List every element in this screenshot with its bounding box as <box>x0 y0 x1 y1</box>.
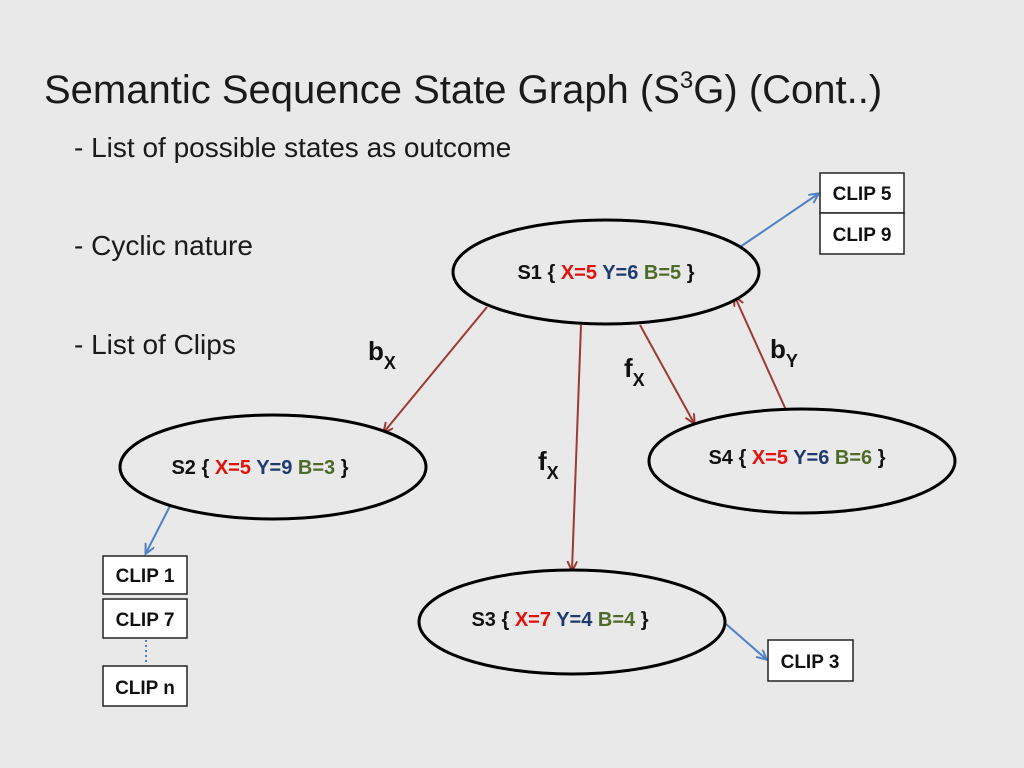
state-s1-name: S1 <box>517 262 541 284</box>
edge-s1-to-s3 <box>572 324 582 570</box>
state-s2-b: B=3 <box>298 457 335 479</box>
clip-box-5: CLIP 5 <box>819 172 905 214</box>
state-s3-brace-close: } <box>641 609 649 631</box>
clip-box-9: CLIP 9 <box>819 212 905 255</box>
state-s4-brace-close: } <box>878 447 886 469</box>
clip-n-label: CLIP n <box>115 678 175 699</box>
bullet-possible-states: - List of possible states as outcome <box>74 132 512 163</box>
state-s4-x: X=5 <box>752 447 788 469</box>
clip-5-label: CLIP 5 <box>833 184 892 205</box>
title-superscript: 3 <box>679 67 694 94</box>
state-s3: S3 { X=7 Y=4 B=4 } <box>417 568 727 676</box>
clip-box-n: CLIP n <box>102 665 188 707</box>
svg-text:S3 { X=7: S3 { X=7 Y=4 B=4 } <box>471 609 648 631</box>
state-s1-brace-open: { <box>547 262 555 284</box>
edge-s1-to-s4 <box>639 324 694 423</box>
state-s3-b: B=4 <box>598 609 636 631</box>
edge-label-s1-s4: fX <box>624 353 645 390</box>
state-s1-y: Y=6 <box>602 262 638 284</box>
bullet-cyclic-nature: - Cyclic nature <box>74 230 253 261</box>
svg-text:S4 { X=5: S4 { X=5 Y=6 B=6 } <box>708 447 885 469</box>
state-s3-x: X=7 <box>515 609 551 631</box>
state-s1: S1 { X=5 Y=6 B=5 } <box>451 218 761 326</box>
edge-label-s1-s3: fX <box>538 446 559 483</box>
state-s1-b: B=5 <box>644 262 681 284</box>
title-text-end: G) (Cont..) <box>693 68 883 112</box>
state-s1-brace-close: } <box>687 262 695 284</box>
state-s4: S4 { X=5 Y=6 B=6 } <box>647 407 957 515</box>
clip-box-7: CLIP 7 <box>102 598 188 639</box>
state-s2-name: S2 <box>171 457 195 479</box>
edge-s4-to-s1 <box>735 297 787 411</box>
state-s1-x: X=5 <box>561 262 597 284</box>
arrow-s1-to-clips <box>739 194 818 248</box>
edge-label-s1-s2: bX <box>368 336 396 373</box>
arrow-s3-to-clips <box>725 623 766 659</box>
state-s4-brace-open: { <box>738 447 746 469</box>
state-s3-name: S3 <box>471 609 495 631</box>
slide-title: Semantic Sequence State Graph (S3G) (Con… <box>44 68 882 113</box>
clip-9-label: CLIP 9 <box>833 225 892 246</box>
clip-1-label: CLIP 1 <box>116 566 175 587</box>
state-s4-b: B=6 <box>835 447 872 469</box>
clip-3-label: CLIP 3 <box>781 652 840 673</box>
state-s2-brace-close: } <box>341 457 349 479</box>
state-s4-name: S4 <box>708 447 733 469</box>
clip-box-1: CLIP 1 <box>102 555 188 595</box>
state-s2: S2 { X=5 Y=9 B=3 } <box>118 413 428 521</box>
svg-text:S1 { X=5: S1 { X=5 Y=6 B=5 } <box>517 262 694 284</box>
edge-label-s4-s1: bY <box>770 334 798 371</box>
state-s3-y: Y=4 <box>556 609 593 631</box>
title-text: Semantic Sequence State Graph (S <box>44 68 680 112</box>
clip-7-label: CLIP 7 <box>116 610 175 631</box>
arrow-s2-to-clips <box>146 505 171 553</box>
state-s4-y: Y=6 <box>793 447 829 469</box>
state-s2-y: Y=9 <box>256 457 292 479</box>
state-s2-brace-open: { <box>201 457 209 479</box>
state-s2-x: X=5 <box>215 457 251 479</box>
bullet-list-of-clips: - List of Clips <box>74 329 236 360</box>
state-s3-brace-open: { <box>501 609 509 631</box>
edge-s1-to-s2 <box>384 306 488 432</box>
svg-text:S2 { X=5: S2 { X=5 Y=9 B=3 } <box>171 457 348 479</box>
clip-box-3: CLIP 3 <box>767 639 854 682</box>
